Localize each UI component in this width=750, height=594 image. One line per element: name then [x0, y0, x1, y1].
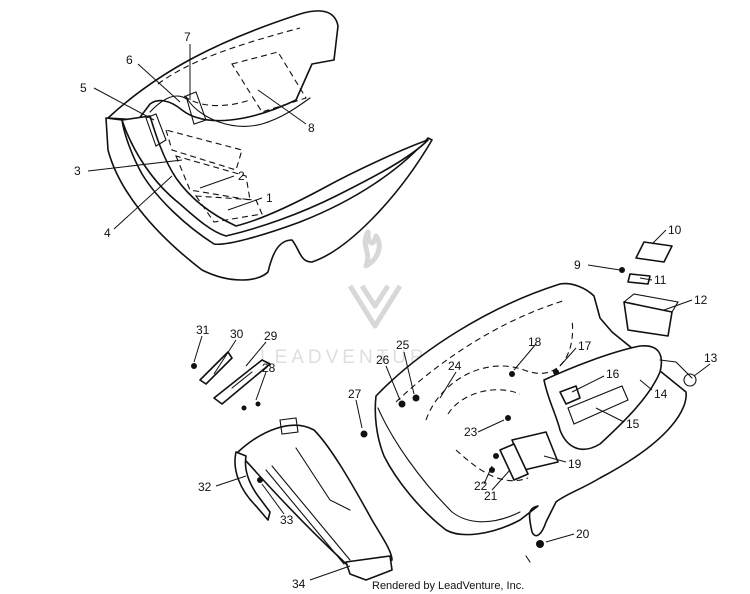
callout-26: 26 [376, 353, 390, 367]
hardware-fasteners [191, 267, 697, 563]
callout-34: 34 [292, 577, 306, 591]
callout-22: 22 [474, 479, 488, 493]
callout-2: 2 [238, 169, 245, 183]
callout-11: 11 [654, 273, 667, 287]
callout-29: 29 [264, 329, 278, 343]
watermark-chevron-icon [347, 284, 403, 329]
watermark-flame-icon [362, 229, 382, 269]
callout-21: 21 [484, 489, 498, 503]
callout-18: 18 [528, 335, 542, 349]
callout-6: 6 [126, 53, 133, 67]
callout-32: 32 [198, 480, 212, 494]
callout-14: 14 [654, 387, 668, 401]
callout-20: 20 [576, 527, 590, 541]
lower-hood-shell [374, 241, 693, 537]
callout-23: 23 [464, 425, 478, 439]
callout-1: 1 [266, 191, 273, 205]
headlight-pod [199, 351, 393, 581]
callout-24: 24 [448, 359, 462, 373]
callout-7: 7 [184, 30, 191, 44]
callout-3: 3 [74, 164, 81, 178]
callout-19: 19 [568, 457, 582, 471]
callout-31: 31 [196, 323, 210, 337]
leader-lines [87, 44, 711, 581]
leadventure-watermark: LEADVENTURE [260, 229, 444, 368]
callout-28: 28 [262, 361, 276, 375]
callout-labels: 1 2 3 4 5 6 7 8 9 10 11 12 13 14 15 16 1… [74, 30, 718, 591]
callout-16: 16 [606, 367, 620, 381]
callout-30: 30 [230, 327, 244, 341]
callout-15: 15 [626, 417, 640, 431]
render-credit: Rendered by LeadVenture, Inc. [372, 580, 524, 592]
callout-8: 8 [308, 121, 315, 135]
callout-12: 12 [694, 293, 708, 307]
callout-10: 10 [668, 223, 682, 237]
callout-25: 25 [396, 338, 410, 352]
callout-27: 27 [348, 387, 362, 401]
callout-4: 4 [104, 226, 111, 240]
callout-13: 13 [704, 351, 718, 365]
callout-5: 5 [80, 81, 87, 95]
callout-33: 33 [280, 513, 294, 527]
callout-9: 9 [574, 258, 581, 272]
watermark-text: LEADVENTURE [260, 347, 444, 368]
callout-17: 17 [578, 339, 592, 353]
upper-hood-shell [105, 10, 433, 281]
